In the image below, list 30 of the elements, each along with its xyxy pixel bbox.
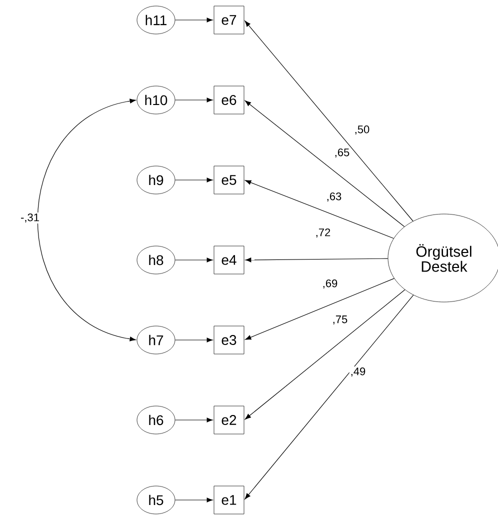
arrow (37, 98, 136, 342)
edge-label: ,72 (314, 227, 332, 239)
edge-label: ,69 (321, 278, 339, 290)
arrow (244, 294, 414, 500)
arrow (244, 289, 406, 420)
arrow (245, 278, 394, 340)
indicator-box: e1 (214, 486, 244, 514)
arrow (244, 100, 405, 227)
edge-label: ,63 (325, 191, 343, 203)
arrow (174, 418, 213, 422)
indicator-box: e3 (214, 326, 244, 354)
arrow (174, 178, 213, 182)
arrow (245, 180, 394, 239)
arrow (174, 338, 213, 342)
edge-label: -,31 (20, 212, 40, 224)
indicator-box: e5 (214, 166, 244, 194)
indicator-box: e6 (214, 86, 244, 114)
arrow (174, 98, 213, 102)
edge-label: ,49 (349, 366, 367, 378)
indicator-box: e4 (214, 246, 244, 274)
arrow (174, 258, 213, 262)
indicator-box: e7 (214, 6, 244, 34)
edge-label: ,50 (353, 124, 371, 136)
arrow (174, 498, 213, 502)
arrow (174, 18, 213, 22)
edge-label: ,75 (331, 314, 349, 326)
arrow (245, 258, 388, 262)
indicator-box: e2 (214, 406, 244, 434)
arrow (244, 20, 414, 222)
edge-label: ,65 (333, 147, 351, 159)
